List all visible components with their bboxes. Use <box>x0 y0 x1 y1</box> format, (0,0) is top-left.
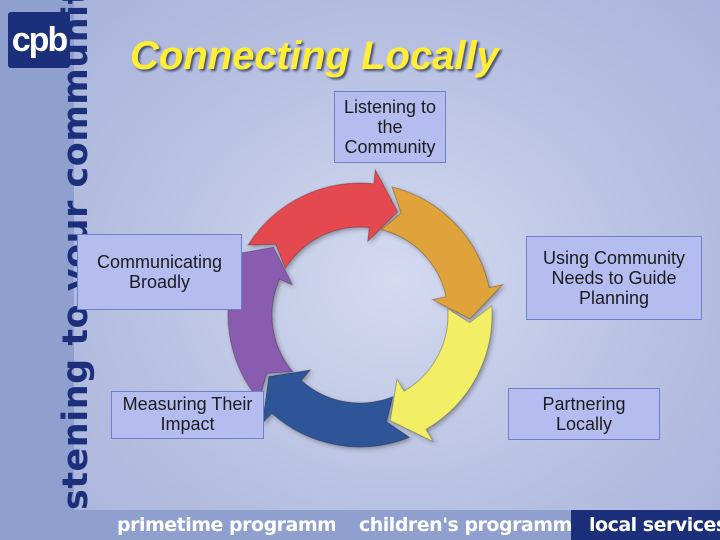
arrow-listening <box>247 168 399 270</box>
step-text-listening: Listening to the Community <box>343 97 437 157</box>
footer-item-primetime[interactable]: primetime programming <box>105 510 369 540</box>
logo-text: cpb <box>11 21 68 59</box>
vertical-tagline: listening to your communities <box>0 0 96 540</box>
step-label-communicating: Communicating Broadly <box>77 234 242 310</box>
footer-item-local-services[interactable]: local services <box>571 510 720 540</box>
step-label-listening: Listening to the Community <box>334 91 446 163</box>
footer-spacer <box>0 510 105 540</box>
step-label-planning: Using Community Needs to Guide Planning <box>526 236 702 320</box>
step-text-planning: Using Community Needs to Guide Planning <box>542 248 686 308</box>
sidebar <box>0 0 74 510</box>
step-text-measuring: Measuring Their Impact <box>122 394 253 434</box>
step-label-measuring: Measuring Their Impact <box>111 391 264 439</box>
cpb-logo: cpb <box>8 12 70 68</box>
step-text-partnering: Partnering Locally <box>542 394 626 434</box>
step-label-partnering: Partnering Locally <box>508 388 660 440</box>
arrow-planning <box>380 186 505 320</box>
footer-item-childrens[interactable]: children's programming <box>335 510 605 540</box>
slide-title: Connecting Locally <box>130 34 499 78</box>
cycle-diagram <box>224 168 505 448</box>
step-text-communicating: Communicating Broadly <box>96 252 223 292</box>
arrow-partnering <box>389 304 493 443</box>
footer-nav: primetime programming children's program… <box>0 510 720 540</box>
arrow-measuring <box>261 369 411 448</box>
arrow-communicating <box>224 246 294 401</box>
